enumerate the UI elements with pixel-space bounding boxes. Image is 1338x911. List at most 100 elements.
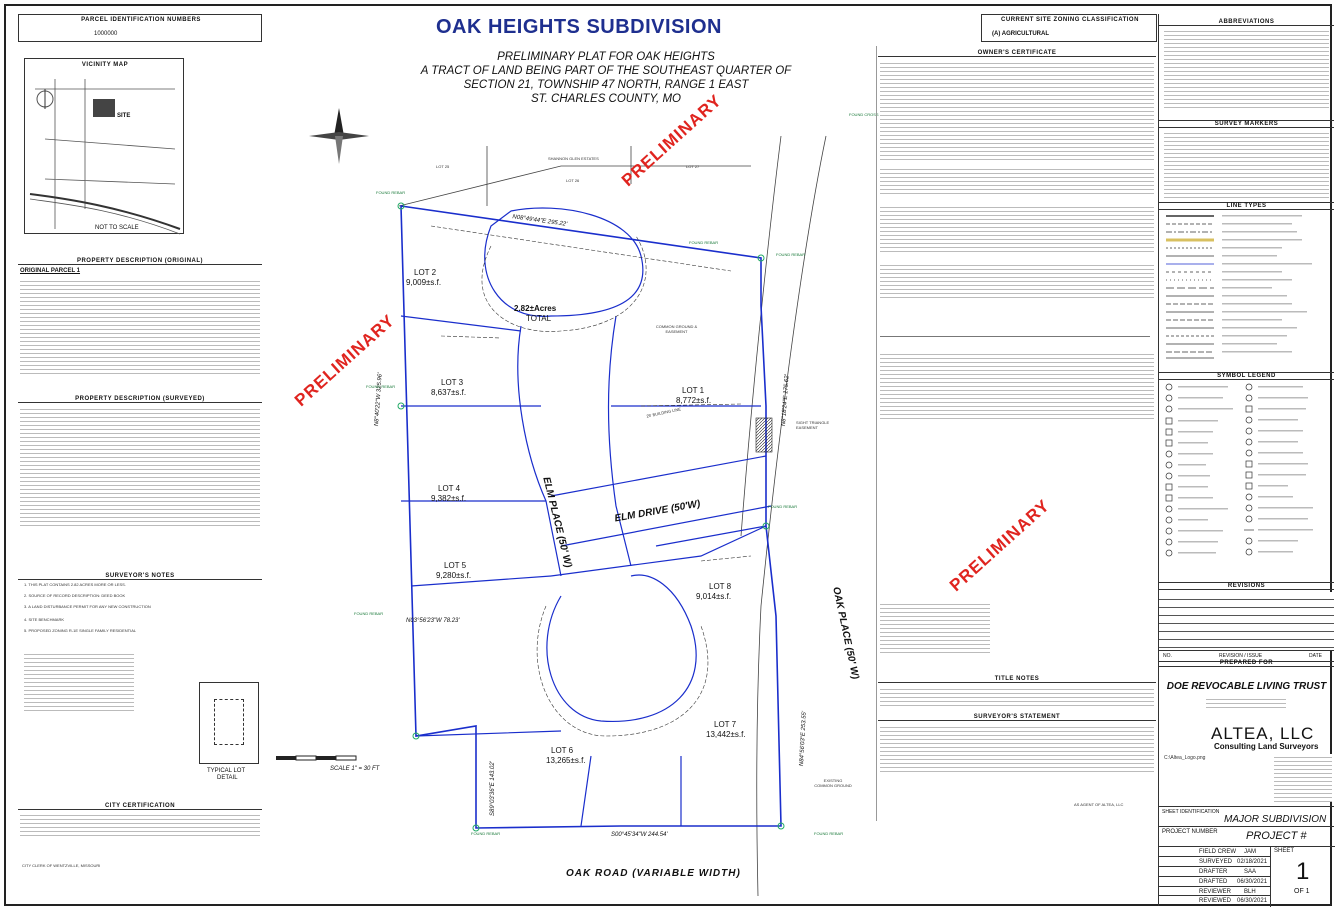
zoning-value: (A) AGRICULTURAL xyxy=(992,31,1049,37)
surveyor-note: 5. PROPOSED ZONING R-1E SINGLE FAMILY RE… xyxy=(24,628,137,633)
existing-common-ground: EXISTING COMMON GROUND xyxy=(814,778,852,788)
surveyor-note: 4. SITE BENCHMARK xyxy=(24,617,65,622)
city-cert-heading: CITY CERTIFICATION xyxy=(18,803,262,810)
surveyed-description-text xyxy=(20,406,260,526)
found-rebar-w: FOUND REBAR xyxy=(366,384,396,389)
notary-text xyxy=(880,351,1154,421)
survey-markers-list xyxy=(1164,130,1329,198)
site-label: SITE xyxy=(117,113,131,119)
sheet-number: 1 xyxy=(1296,858,1310,885)
tb-value: 06/30/2021 xyxy=(1237,898,1268,904)
tb-label: DRAFTED xyxy=(1199,879,1228,885)
revisions-col-issue: REVISION / ISSUE xyxy=(1219,653,1263,659)
revisions-table-header: NO. REVISION / ISSUE DATE xyxy=(1159,650,1334,662)
subtitle-line: ST. CHARLES COUNTY, MO xyxy=(531,93,681,105)
found-rebar-s: FOUND REBAR xyxy=(471,831,501,836)
sheet-id-value: MAJOR SUBDIVISION xyxy=(1224,814,1327,825)
found-rebar-e: FOUND REBAR xyxy=(768,504,798,509)
subtitle-line: A TRACT OF LAND BEING PART OF THE SOUTHE… xyxy=(420,65,792,77)
vicinity-title: VICINITY MAP xyxy=(81,62,129,68)
basis-of-bearings-text xyxy=(24,651,134,711)
lot-8-area: 9,014±s.f. xyxy=(696,592,732,601)
tb-label: FIELD CREW xyxy=(1199,849,1237,855)
symbol-legend-heading: SYMBOL LEGEND xyxy=(1159,372,1334,380)
sheet-of: OF 1 xyxy=(1294,888,1310,895)
revisions-table-rows xyxy=(1159,592,1334,650)
found-rebar-sw: FOUND REBAR xyxy=(354,611,384,616)
lot-2-name: LOT 2 xyxy=(414,268,437,277)
vicinity-map: VICINITY MAP SITE NOT TO SCALE xyxy=(24,58,184,235)
subtitle-line: PRELIMINARY PLAT FOR OAK HEIGHTS xyxy=(497,51,715,63)
lot-7-area: 13,442±s.f. xyxy=(706,730,746,739)
line-types-heading: LINE TYPES xyxy=(1159,202,1334,210)
tb-label: REVIEWER xyxy=(1199,889,1232,895)
zoning-box: CURRENT SITE ZONING CLASSIFICATION (A) A… xyxy=(981,14,1157,42)
common-ground: COMMON GROUND & EASEMENT xyxy=(655,324,698,334)
found-rebar-n: FOUND REBAR xyxy=(689,240,719,245)
lot-1-area: 8,772±s.f. xyxy=(676,396,712,405)
company-tagline: Consulting Land Surveyors xyxy=(1214,742,1319,751)
tb-value: SAA xyxy=(1244,869,1257,875)
prepared-for-heading: PREPARED FOR xyxy=(1159,660,1334,667)
company-name: ALTEA, LLC xyxy=(1211,724,1315,743)
sheet-id-label: SHEET IDENTIFICATION xyxy=(1162,809,1220,815)
owners-cert-text-4 xyxy=(880,262,1154,298)
found-rebar-nw: FOUND REBAR xyxy=(376,190,406,195)
parcel-id-label: PARCEL IDENTIFICATION NUMBERS xyxy=(81,17,201,23)
title-notes-text xyxy=(880,686,1154,708)
title-notes-heading: TITLE NOTES xyxy=(878,676,1156,683)
lot-4-name: LOT 4 xyxy=(438,484,461,493)
surveyor-note: 3. A LAND DISTURBANCE PERMIT FOR ANY NEW… xyxy=(24,604,151,609)
lot-3-area: 8,637±s.f. xyxy=(431,388,467,397)
tb-label: SURVEYED xyxy=(1199,859,1232,865)
north-arrow-icon xyxy=(309,108,369,164)
tb-value: 06/30/2021 xyxy=(1237,879,1268,885)
tb-drafted: DRAFTED 06/30/2021 xyxy=(1159,876,1270,889)
tb-label: REVIEWED xyxy=(1199,898,1232,904)
lot-27-label: LOT 27 xyxy=(686,164,700,169)
revisions-heading: REVISIONS xyxy=(1159,582,1334,590)
plat-sheet: PARCEL IDENTIFICATION NUMBERS 1000000 VI… xyxy=(4,4,1335,908)
sheet-id-row: SHEET IDENTIFICATION xyxy=(1159,806,1334,817)
surveyor-note: 2. SOURCE OF RECORD DESCRIPTION: DEED BO… xyxy=(24,593,126,598)
scale-bar xyxy=(276,755,357,761)
original-parcel-label: ORIGINAL PARCEL 1 xyxy=(20,268,81,274)
total-area: 2.82±Acres xyxy=(514,304,557,313)
lot-6-name: LOT 6 xyxy=(551,746,574,755)
scale-label: SCALE 1" = 30 FT xyxy=(330,766,380,772)
lot-4-area: 9,382±s.f. xyxy=(431,494,467,503)
lot-6-area: 13,265±s.f. xyxy=(546,756,586,765)
found-rebar-ne: FOUND REBAR xyxy=(776,252,806,257)
project-row xyxy=(1159,826,1334,827)
lot-25-label: LOT 25 xyxy=(436,164,450,169)
city-cert-text xyxy=(20,812,260,838)
survey-markers-heading: SURVEY MARKERS xyxy=(1159,120,1334,128)
tb-reviewed: REVIEWED 06/30/2021 xyxy=(1159,895,1270,908)
typical-lot-setback xyxy=(214,699,244,745)
company-address xyxy=(1274,754,1332,802)
typical-lot-detail xyxy=(199,682,259,764)
lot-8-name: LOT 8 xyxy=(709,582,732,591)
sheet-number-box xyxy=(1270,846,1335,907)
total-label: TOTAL xyxy=(526,314,552,323)
project-label: PROJECT NUMBER xyxy=(1162,829,1218,835)
typical-lot-detail-label: DETAIL xyxy=(217,775,238,781)
lot-5-name: LOT 5 xyxy=(444,561,467,570)
surveyors-notes-heading: SURVEYOR'S NOTES xyxy=(18,573,262,580)
surveyors-statement-text xyxy=(880,724,1154,772)
original-description-text xyxy=(20,278,260,376)
owners-cert-text-2 xyxy=(880,166,1154,194)
owners-cert-text xyxy=(880,60,1154,160)
city-clerk: CITY CLERK OF WENTZVILLE, MISSOURI xyxy=(22,863,101,868)
line-types-drawing xyxy=(1166,215,1312,359)
found-cross: FOUND CROSS xyxy=(849,112,879,117)
parcel-id-box: PARCEL IDENTIFICATION NUMBERS 1000000 xyxy=(18,14,262,42)
lot-26-label: LOT 26 xyxy=(566,178,580,183)
subtitle-line: SECTION 21, TOWNSHIP 47 NORTH, RANGE 1 E… xyxy=(463,79,749,91)
sheet-label: SHEET xyxy=(1274,848,1295,854)
bearing-south-west: S89°03'36"E 143.02' xyxy=(490,761,496,816)
column-divider xyxy=(876,46,877,821)
